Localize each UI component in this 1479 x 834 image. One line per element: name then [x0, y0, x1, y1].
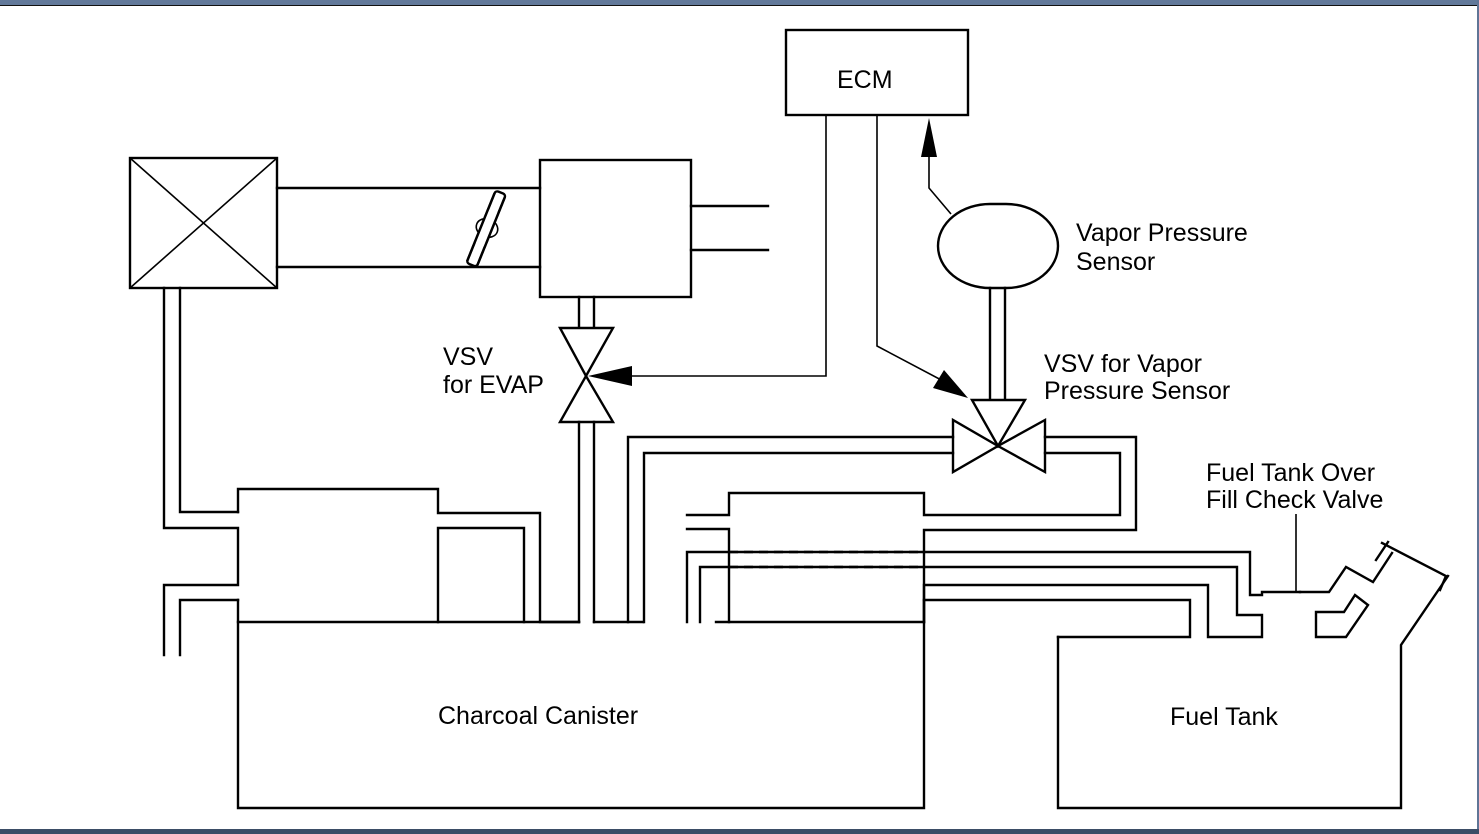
over-fill-check-valve-label-line2: Fill Check Valve — [1206, 486, 1383, 514]
window-frame-top — [0, 0, 1479, 6]
air-cleaner — [128, 156, 279, 290]
vsv-evap-label-line1: VSV — [443, 343, 493, 371]
window-frame-right — [1477, 0, 1479, 834]
intake-pipe — [275, 186, 542, 269]
charcoal-canister-label: Charcoal Canister — [438, 702, 638, 730]
middle-chamber — [685, 527, 926, 624]
ecm-to-vsv-evap-wire — [588, 115, 827, 386]
vapor-pressure-sensor-label-line2: Sensor — [1076, 248, 1155, 276]
window-frame-bottom — [0, 829, 1479, 834]
ecm-label: ECM — [837, 66, 893, 94]
vsv-vps-label-line1: VSV for Vapor — [1044, 350, 1202, 378]
vsv-vps-right-pipes — [685, 435, 1138, 624]
vsv-evap-valve[interactable] — [557, 326, 616, 424]
vsv-vps-left-pipes — [626, 435, 955, 624]
fuel-tank-over-fill-check-valve[interactable]: Fuel Tank Over Fill Check Valve — [1206, 459, 1448, 639]
fuel-tank[interactable]: Fuel Tank — [1056, 574, 1450, 810]
throttle-valve — [466, 190, 507, 268]
ecm-to-vsv-vps-wire — [876, 115, 968, 398]
intake-chamber — [538, 158, 770, 299]
vsv-vps-label-line2: Pressure Sensor — [1044, 377, 1230, 405]
vsv-vapor-pressure-sensor-valve[interactable] — [951, 398, 1047, 475]
ecm-box[interactable]: ECM — [784, 28, 970, 117]
sensor-to-ecm-wire — [921, 118, 952, 215]
fuel-tank-label: Fuel Tank — [1170, 703, 1278, 731]
over-fill-check-valve-label-line1: Fuel Tank Over — [1206, 459, 1375, 487]
canister-top — [236, 487, 630, 624]
vsv-evap-label-line2: for EVAP — [443, 371, 544, 399]
purge-pipe-upper — [577, 295, 596, 330]
charcoal-canister[interactable]: Charcoal Canister — [236, 598, 926, 810]
vapor-pressure-sensor-label-line1: Vapor Pressure — [1076, 219, 1248, 247]
vapor-pressure-sensor[interactable]: Vapor Pressure Sensor — [936, 202, 1248, 290]
air-cleaner-to-canister-pipe — [162, 286, 240, 657]
purge-pipe-lower — [577, 420, 596, 624]
tank-vent-lines — [922, 550, 1302, 639]
sensor-pipe — [988, 286, 1007, 402]
